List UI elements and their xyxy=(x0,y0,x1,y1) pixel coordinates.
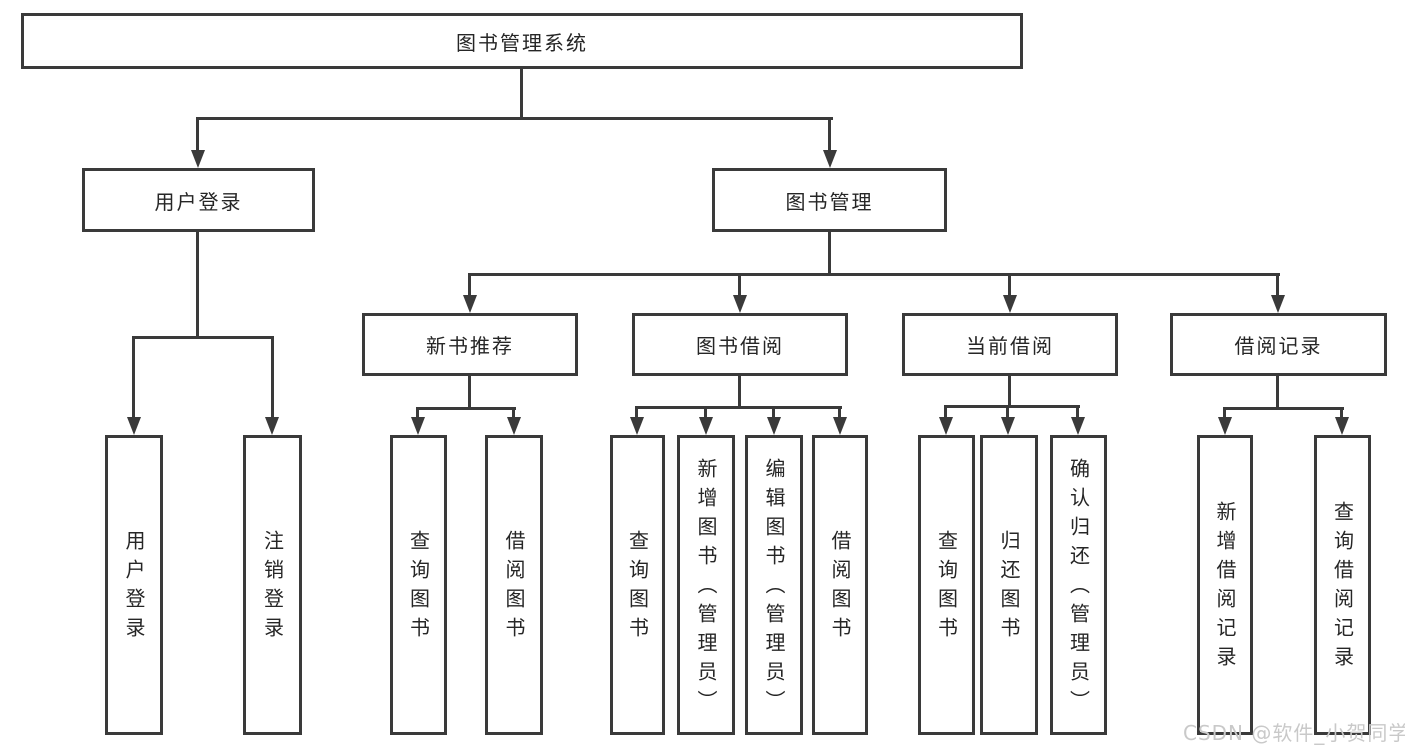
arrowhead-down-icon xyxy=(265,417,279,435)
leaf-query-books-recommend: 查询图书 xyxy=(390,435,447,735)
node-current-borrowing: 当前借阅 xyxy=(902,313,1118,376)
connector-line xyxy=(196,232,199,338)
connector-line xyxy=(468,273,1280,276)
arrowhead-down-icon xyxy=(833,417,847,435)
node-book-borrowing-label: 图书借阅 xyxy=(696,334,784,358)
connector-line xyxy=(417,407,516,410)
arrowhead-down-icon xyxy=(127,417,141,435)
connector-line xyxy=(271,336,274,419)
connector-line xyxy=(838,406,841,421)
leaf-edit-books-admin: 编辑图书（管理员） xyxy=(745,435,803,735)
connector-line xyxy=(468,376,471,409)
leaf-query-borrow-record: 查询借阅记录 xyxy=(1314,435,1371,735)
connector-line xyxy=(1076,405,1079,421)
leaf-return-books: 归还图书 xyxy=(980,435,1038,735)
leaf-user-login-label: 用户登录 xyxy=(122,530,146,646)
leaf-borrow-books-recommend-label: 借阅图书 xyxy=(502,530,526,646)
connector-line xyxy=(945,405,1080,408)
arrowhead-down-icon xyxy=(507,417,521,435)
connector-line xyxy=(1276,376,1279,409)
arrowhead-down-icon xyxy=(463,295,477,313)
connector-line xyxy=(512,407,515,421)
leaf-add-borrow-record: 新增借阅记录 xyxy=(1197,435,1253,735)
connector-line xyxy=(828,117,831,153)
leaf-user-login: 用户登录 xyxy=(105,435,163,735)
arrowhead-down-icon xyxy=(1001,417,1015,435)
leaf-logout: 注销登录 xyxy=(243,435,302,735)
leaf-confirm-return-admin-label: 确认归还（管理员） xyxy=(1066,457,1091,719)
connector-line xyxy=(738,376,741,408)
node-root-label: 图书管理系统 xyxy=(456,30,588,55)
leaf-query-books-borrowing: 查询图书 xyxy=(610,435,665,735)
connector-line xyxy=(1006,405,1009,421)
connector-line xyxy=(828,232,831,275)
connector-line xyxy=(196,117,199,153)
connector-line xyxy=(416,407,419,421)
leaf-query-books-recommend-label: 查询图书 xyxy=(406,530,431,646)
node-borrowing-records-label: 借阅记录 xyxy=(1234,334,1323,358)
leaf-query-books-current: 查询图书 xyxy=(918,435,975,735)
node-user-login-group: 用户登录 xyxy=(82,168,315,232)
leaf-query-books-borrowing-label: 查询图书 xyxy=(625,530,650,646)
node-book-management: 图书管理 xyxy=(712,168,947,232)
connector-line xyxy=(772,406,775,421)
leaf-borrow-books-recommend: 借阅图书 xyxy=(485,435,543,735)
leaf-return-books-label: 归还图书 xyxy=(997,530,1021,646)
arrowhead-down-icon xyxy=(1218,417,1232,435)
arrowhead-down-icon xyxy=(1071,417,1085,435)
arrowhead-down-icon xyxy=(191,150,205,168)
arrowhead-down-icon xyxy=(767,417,781,435)
connector-line xyxy=(1224,407,1344,410)
connector-line xyxy=(1340,407,1343,421)
arrowhead-down-icon xyxy=(411,417,425,435)
node-book-borrowing: 图书借阅 xyxy=(632,313,848,376)
leaf-borrow-books-borrowing-label: 借阅图书 xyxy=(828,530,852,646)
node-book-management-label: 图书管理 xyxy=(785,189,874,214)
arrowhead-down-icon xyxy=(699,417,713,435)
leaf-borrow-books-borrowing: 借阅图书 xyxy=(812,435,868,735)
connector-line xyxy=(1223,407,1226,421)
node-user-login-group-label: 用户登录 xyxy=(154,189,243,214)
csdn-watermark: CSDN @软件_小贺同学 xyxy=(1183,721,1405,745)
connector-line xyxy=(132,336,135,419)
node-current-borrowing-label: 当前借阅 xyxy=(966,334,1054,358)
connector-line xyxy=(1008,376,1011,407)
connector-line xyxy=(704,406,707,421)
leaf-query-borrow-record-label: 查询借阅记录 xyxy=(1330,501,1355,675)
leaf-edit-books-admin-label: 编辑图书（管理员） xyxy=(762,457,786,719)
connector-line xyxy=(197,117,833,120)
connector-line xyxy=(636,406,842,409)
leaf-query-books-current-label: 查询图书 xyxy=(934,530,959,646)
connector-line xyxy=(520,69,523,119)
node-root: 图书管理系统 xyxy=(21,13,1023,69)
connector-line xyxy=(738,273,741,299)
arrowhead-down-icon xyxy=(823,150,837,168)
connector-line xyxy=(1276,273,1279,299)
arrowhead-down-icon xyxy=(1003,295,1017,313)
arrowhead-down-icon xyxy=(630,417,644,435)
leaf-confirm-return-admin: 确认归还（管理员） xyxy=(1050,435,1107,735)
connector-line xyxy=(468,273,471,299)
node-borrowing-records: 借阅记录 xyxy=(1170,313,1387,376)
leaf-add-books-admin: 新增图书（管理员） xyxy=(677,435,735,735)
leaf-add-borrow-record-label: 新增借阅记录 xyxy=(1213,501,1237,675)
leaf-logout-label: 注销登录 xyxy=(260,530,285,646)
arrowhead-down-icon xyxy=(1271,295,1285,313)
arrowhead-down-icon xyxy=(733,295,747,313)
node-new-book-recommend-label: 新书推荐 xyxy=(426,334,514,358)
connector-line xyxy=(635,406,638,421)
arrowhead-down-icon xyxy=(939,417,953,435)
leaf-add-books-admin-label: 新增图书（管理员） xyxy=(694,457,718,719)
connector-line xyxy=(1008,273,1011,299)
node-new-book-recommend: 新书推荐 xyxy=(362,313,578,376)
connector-line xyxy=(133,336,274,339)
arrowhead-down-icon xyxy=(1335,417,1349,435)
connector-line xyxy=(944,405,947,421)
